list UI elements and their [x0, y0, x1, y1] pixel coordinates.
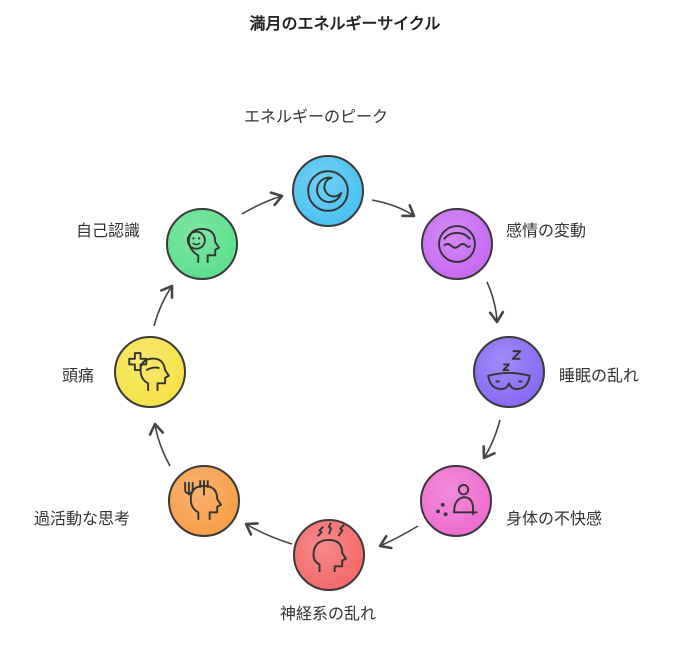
- arrow-6: [153, 284, 174, 327]
- arrow-0: [371, 199, 416, 218]
- node-headache: [114, 336, 186, 408]
- node-sleep-disturbance: [473, 336, 545, 408]
- node-label-sleep-disturbance: 睡眠の乱れ: [559, 366, 640, 385]
- sick-person-icon: [436, 484, 478, 517]
- node-label-nervous-disturbance: 神経系の乱れ: [280, 604, 377, 623]
- arrow-2: [482, 419, 501, 460]
- node-physical-discomfort: [420, 465, 492, 537]
- node-label-headache: 頭痛: [62, 366, 95, 385]
- node-label-energy-peak: エネルギーのピーク: [244, 107, 389, 126]
- node-overactive-thinking: [168, 465, 240, 537]
- wave-icon: [438, 225, 476, 263]
- node-label-self-awareness: 自己認識: [76, 221, 141, 240]
- arrow-5: [148, 422, 171, 467]
- node-label-overactive-thinking: 過活動な思考: [34, 509, 131, 528]
- arrow-7: [241, 191, 284, 215]
- arrow-3: [378, 525, 419, 550]
- headache-head-icon: [128, 352, 170, 391]
- node-nervous-disturbance: [293, 519, 365, 591]
- overthinking-head-icon: [184, 480, 222, 520]
- node-emotional-change: [421, 208, 493, 280]
- nerve-head-icon: [312, 522, 347, 572]
- node-energy-peak: [292, 155, 364, 227]
- diagram-title: 満月のエネルギーサイクル: [249, 14, 441, 33]
- arrow-4: [244, 522, 293, 545]
- sleep-mask-icon: [487, 350, 531, 390]
- self-awareness-head-icon: [186, 227, 220, 263]
- node-self-awareness: [166, 208, 238, 280]
- moon-icon: [307, 170, 349, 212]
- arrow-1: [486, 281, 505, 324]
- node-label-emotional-change: 感情の変動: [506, 221, 587, 240]
- node-label-physical-discomfort: 身体の不快感: [506, 509, 603, 528]
